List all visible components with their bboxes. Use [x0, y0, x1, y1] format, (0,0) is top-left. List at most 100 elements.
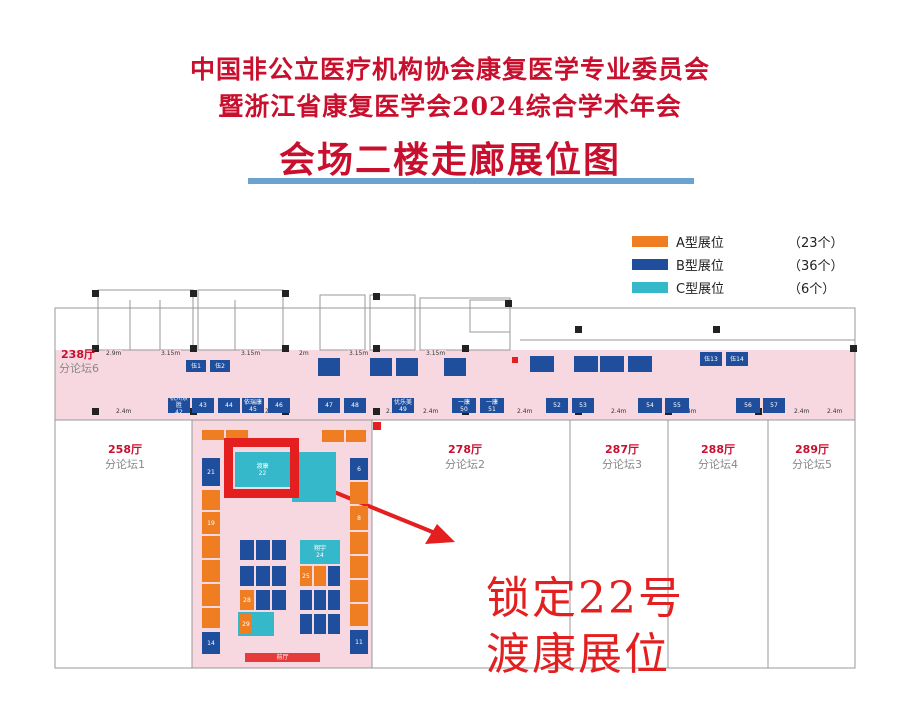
booth — [322, 430, 344, 442]
booth-46: 46 — [268, 398, 290, 413]
booth — [256, 540, 270, 560]
booth — [350, 556, 368, 578]
booth — [314, 614, 326, 634]
booth — [272, 590, 286, 610]
legend-count: （36个） — [788, 258, 844, 274]
booth — [346, 430, 366, 442]
dimension-label: 3.15m — [160, 350, 182, 357]
dimension-label: 2.4m — [516, 408, 534, 415]
legend-label: B型展位 — [676, 258, 724, 274]
hall-name-258: 258厅 — [108, 443, 142, 456]
booth — [202, 560, 220, 582]
booth-43: 43 — [192, 398, 214, 413]
highlight-box — [224, 438, 299, 498]
booth-54: 54 — [638, 398, 662, 413]
dimension-label: 3.15m — [425, 350, 447, 357]
booth-8: 8 — [350, 506, 368, 530]
hall-name-238: 238厅 — [61, 348, 95, 361]
booth — [350, 580, 368, 602]
callout-line-2: 渡康展位 — [486, 629, 670, 680]
booth — [600, 356, 624, 372]
booth — [350, 604, 368, 626]
legend-swatch-c — [632, 281, 668, 293]
booth-22-dukang: 渡康 22 — [235, 452, 290, 487]
booth — [328, 614, 340, 634]
hall-sub-258: 分论坛1 — [105, 458, 145, 471]
hall-name-288: 288厅 — [701, 443, 735, 456]
booth — [202, 430, 224, 440]
booth — [628, 356, 652, 372]
booth-14: 14 — [202, 632, 220, 654]
booth — [444, 358, 466, 376]
booth — [530, 356, 554, 372]
booth-28: 28 — [240, 590, 254, 610]
booth — [350, 482, 368, 504]
hall-sub-278: 分论坛2 — [445, 458, 485, 471]
booth — [314, 566, 326, 586]
booth-6: 6 — [350, 458, 368, 480]
legend-label: A型展位 — [676, 235, 724, 251]
booth-c — [292, 452, 336, 502]
booth — [202, 608, 220, 628]
booth: 伍2 — [210, 360, 230, 372]
booth — [300, 614, 312, 634]
hall-sub-238: 分论坛6 — [59, 362, 99, 375]
booth — [256, 566, 270, 586]
booth — [370, 358, 392, 376]
booth-25: 25 — [300, 566, 312, 586]
title-line-2: 暨浙江省康复医学会2024综合学术年会 — [218, 92, 682, 121]
booth-48: 48 — [344, 398, 366, 413]
legend-count: （6个） — [788, 281, 836, 297]
legend-item-b: B型展位 （36个） — [632, 256, 844, 274]
dimension-label: 2m — [298, 350, 310, 357]
booth-47: 47 — [318, 398, 340, 413]
booth — [202, 490, 220, 510]
booth — [300, 590, 312, 610]
dimension-label: 2.4m — [793, 408, 811, 415]
booth — [202, 584, 220, 606]
hall-name-278: 278厅 — [448, 443, 482, 456]
booth — [202, 536, 220, 558]
hall-sub-288: 分论坛4 — [698, 458, 738, 471]
legend-item-a: A型展位 （23个） — [632, 233, 844, 251]
booth — [318, 358, 340, 376]
booth — [226, 430, 248, 440]
booth — [574, 356, 598, 372]
booth — [272, 566, 286, 586]
booth-11: 11 — [350, 630, 368, 654]
booth-19: 19 — [202, 512, 220, 534]
booth-53: 53 — [572, 398, 594, 413]
booth-29: 29 — [240, 614, 252, 634]
booth — [328, 566, 340, 586]
legend-swatch-b — [632, 258, 668, 270]
hall-name-287: 287厅 — [605, 443, 639, 456]
booth — [314, 590, 326, 610]
legend-count: （23个） — [788, 235, 844, 251]
booth — [240, 566, 254, 586]
booth-55: 55 — [665, 398, 689, 413]
lobby-bar: 前厅 — [245, 653, 320, 662]
booth — [396, 358, 418, 376]
title-line-3: 会场二楼走廊展位图 — [278, 139, 621, 181]
dimension-label: 3.15m — [348, 350, 370, 357]
hall-sub-289: 分论坛5 — [792, 458, 832, 471]
booth — [328, 590, 340, 610]
booth-21: 21 — [202, 458, 220, 486]
dimension-label: 2.4m — [115, 408, 133, 415]
booth-24: 翔宇 24 — [300, 540, 340, 564]
booth — [350, 532, 368, 554]
hall-sub-287: 分论坛3 — [602, 458, 642, 471]
booth — [240, 540, 254, 560]
booth — [272, 540, 286, 560]
callout-line-1: 锁定22号 — [486, 573, 684, 624]
booth-52: 52 — [546, 398, 568, 413]
dimension-label: 2.4m — [422, 408, 440, 415]
booth-56: 56 — [736, 398, 760, 413]
dimension-label: 2.4m — [610, 408, 628, 415]
dimension-label: 2.4m — [826, 408, 844, 415]
